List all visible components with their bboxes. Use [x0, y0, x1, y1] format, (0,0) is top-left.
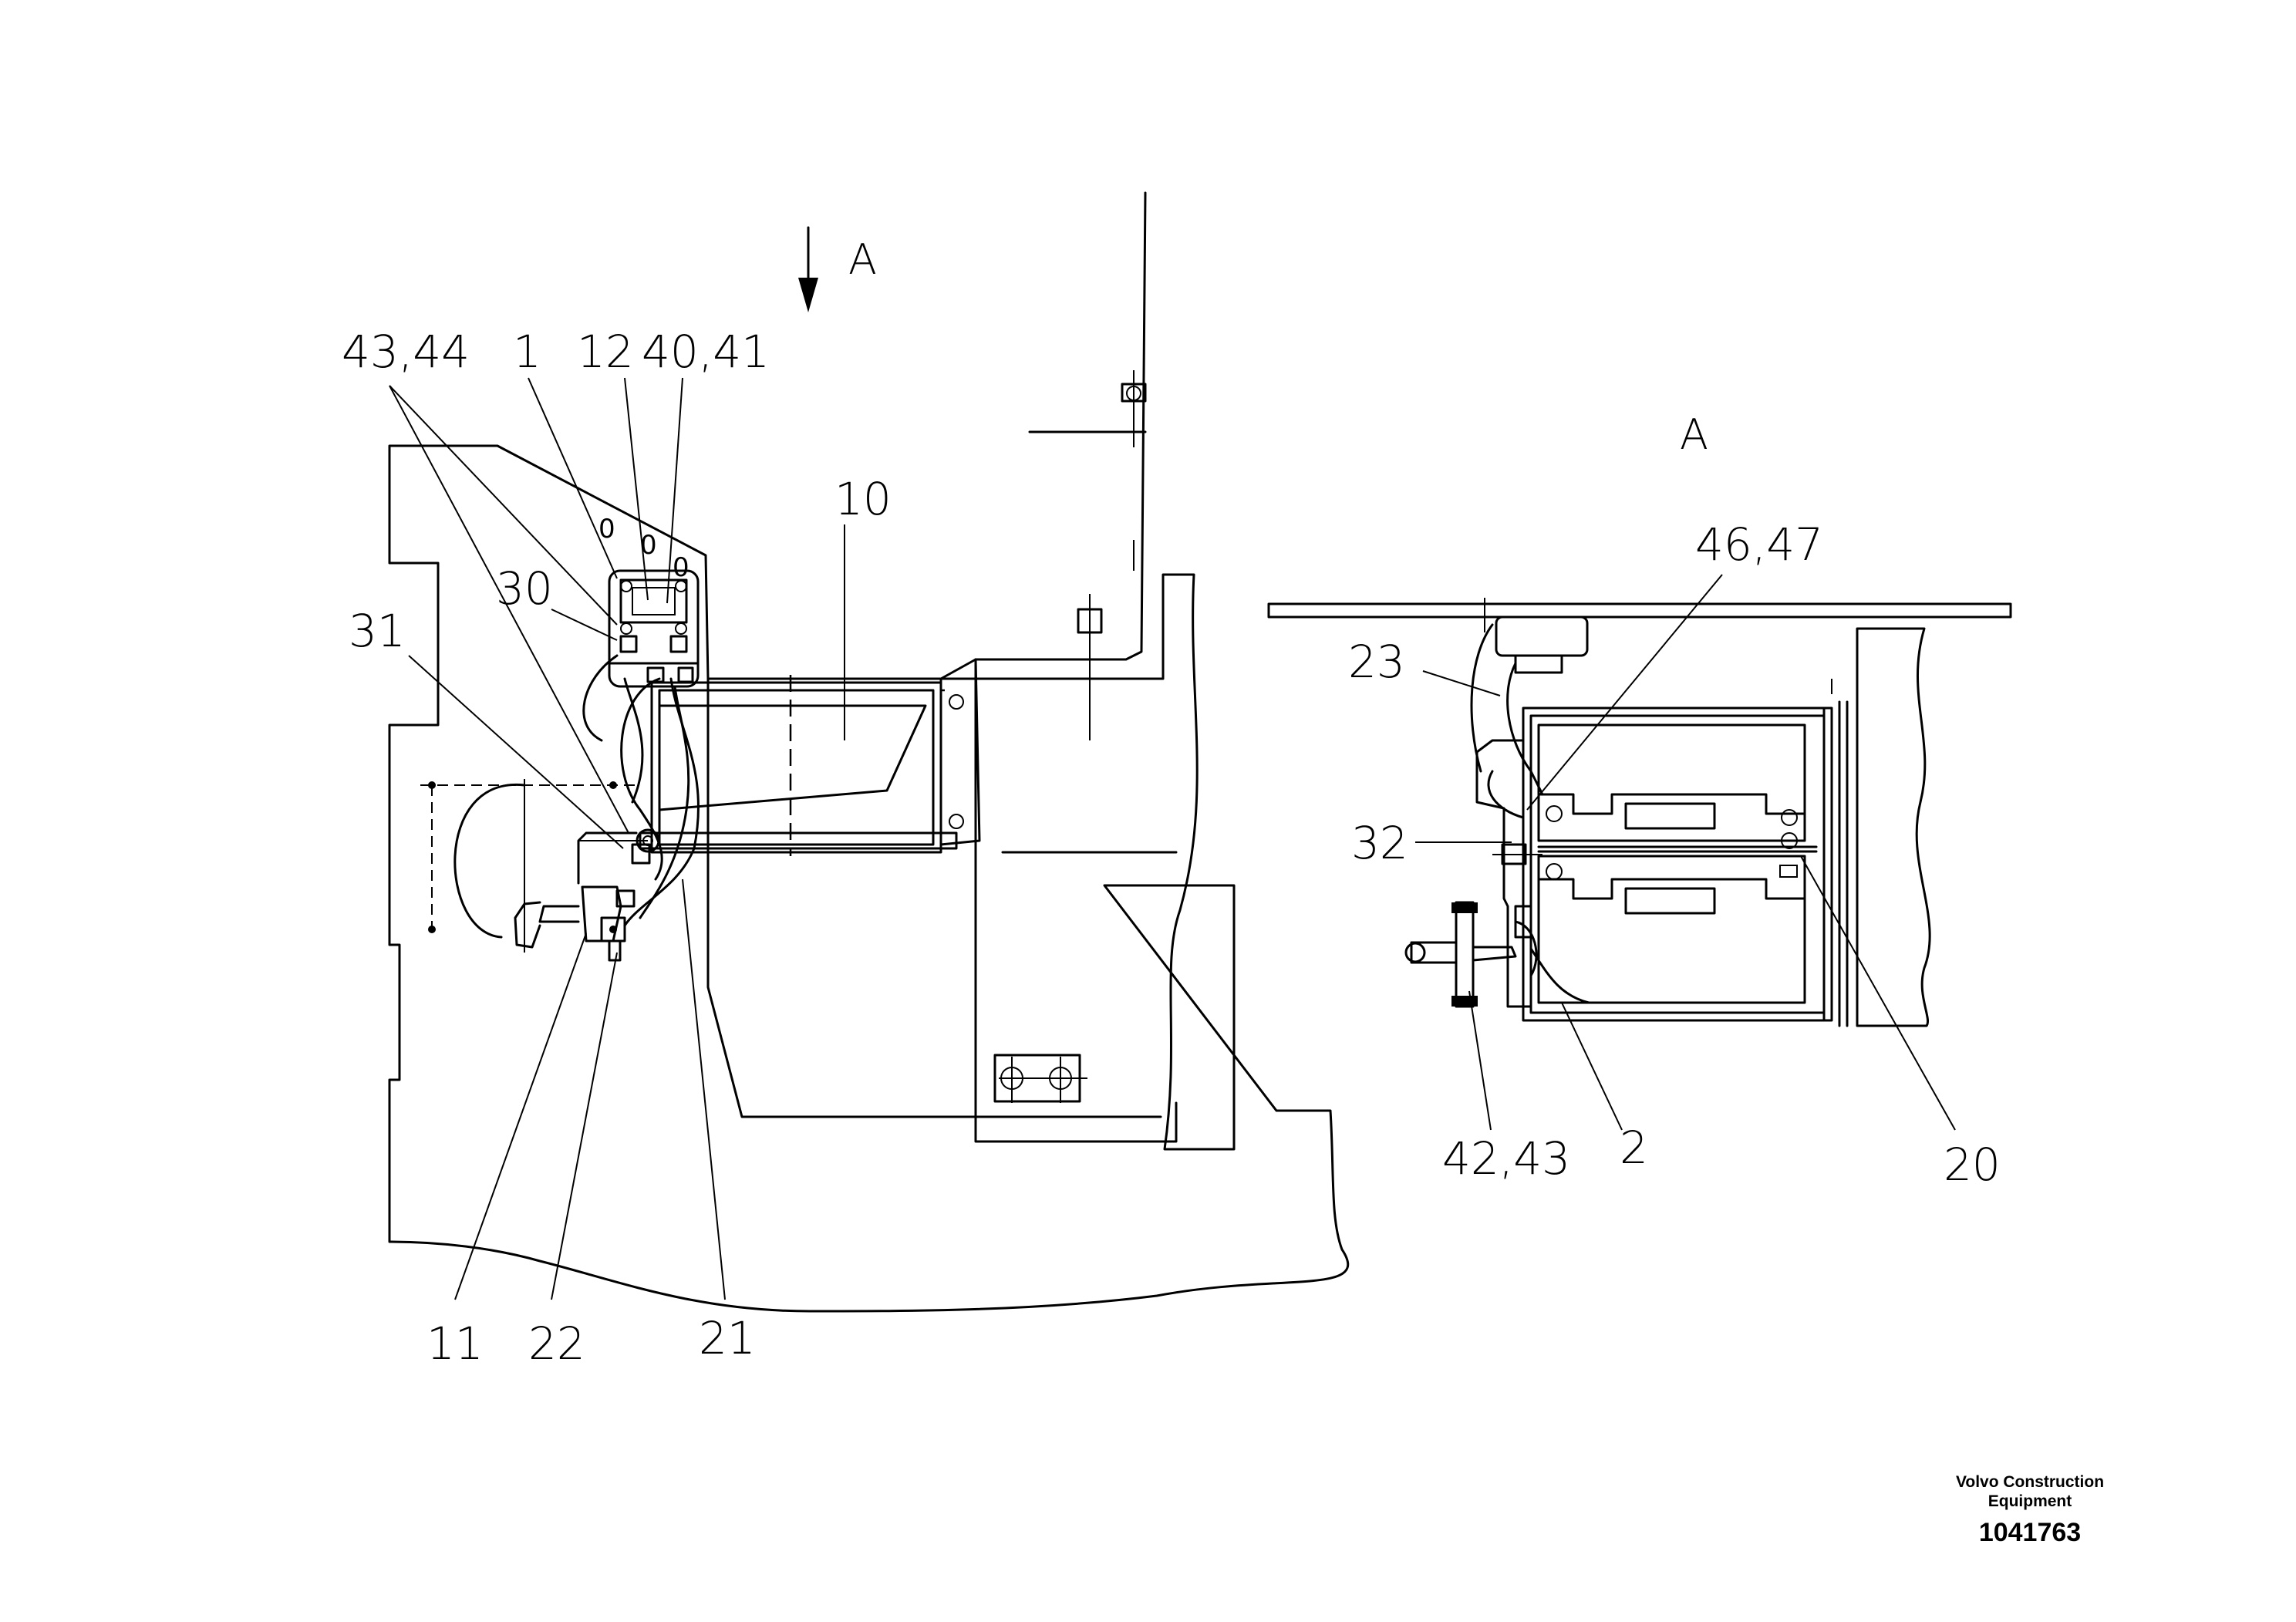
company-line-2: Equipment — [1988, 1492, 2072, 1510]
cable-grommet — [577, 828, 660, 885]
title-block: Volvo Construction Equipment 1041763 — [1956, 1473, 2104, 1547]
fuse-box — [1470, 598, 1589, 819]
callout-10: 10 — [834, 473, 892, 525]
callout-31: 31 — [349, 605, 406, 657]
mounting-bracket — [939, 191, 1178, 1143]
drawing-number: 1041763 — [1979, 1518, 2081, 1547]
callout-2: 2 — [1620, 1121, 1648, 1174]
view-arrow-a: A — [798, 226, 877, 312]
zero-mark-b: 0 — [640, 530, 657, 561]
callouts-view-a: 46,47 23 32 42,43 2 20 — [1348, 518, 2001, 1191]
callout-46-47: 46,47 — [1695, 518, 1823, 571]
callout-43-44: 43,44 — [342, 325, 470, 378]
callout-23: 23 — [1348, 636, 1405, 688]
callout-1: 1 — [513, 325, 541, 378]
disconnect-switch — [514, 885, 636, 962]
zero-mark-a: 0 — [598, 514, 615, 545]
callout-40-41: 40,41 — [642, 325, 770, 378]
lower-bracket — [982, 1054, 1178, 1143]
view-arrow-label: A — [848, 235, 877, 284]
frame-wall — [1856, 627, 1931, 1027]
callout-32: 32 — [1351, 817, 1408, 869]
leader-lines-main — [389, 377, 845, 1300]
battery-upper — [1537, 723, 1806, 849]
top-plate — [1267, 602, 2012, 619]
callout-22: 22 — [528, 1317, 585, 1370]
callout-11: 11 — [426, 1317, 484, 1370]
handle-cutout — [453, 784, 526, 939]
callout-30: 30 — [496, 562, 553, 615]
callout-21: 21 — [699, 1312, 756, 1364]
detail-view-a: A — [1267, 410, 2012, 1191]
switch-view-a — [1404, 901, 1590, 1008]
callout-12: 12 — [577, 325, 634, 378]
company-line-1: Volvo Construction — [1956, 1473, 2104, 1491]
battery-lower — [1537, 845, 1818, 1004]
frame-inner-line — [706, 677, 1162, 1118]
callout-20: 20 — [1944, 1138, 2001, 1191]
handle-crosshairs — [420, 779, 640, 953]
frame-outline — [388, 444, 1349, 1313]
top-bolt — [1077, 370, 1147, 740]
relay-box — [608, 569, 700, 688]
leader-lines-view-a — [1415, 574, 1956, 1131]
callouts-main: 43,44 1 12 40,41 10 30 31 11 22 21 — [342, 325, 892, 1370]
cables — [582, 654, 700, 927]
main-view: 0 0 0 — [388, 191, 1349, 1313]
view-a-title: A — [1680, 410, 1708, 459]
zero-mark-c: 0 — [673, 552, 689, 583]
callout-42-43: 42,43 — [1442, 1132, 1570, 1185]
